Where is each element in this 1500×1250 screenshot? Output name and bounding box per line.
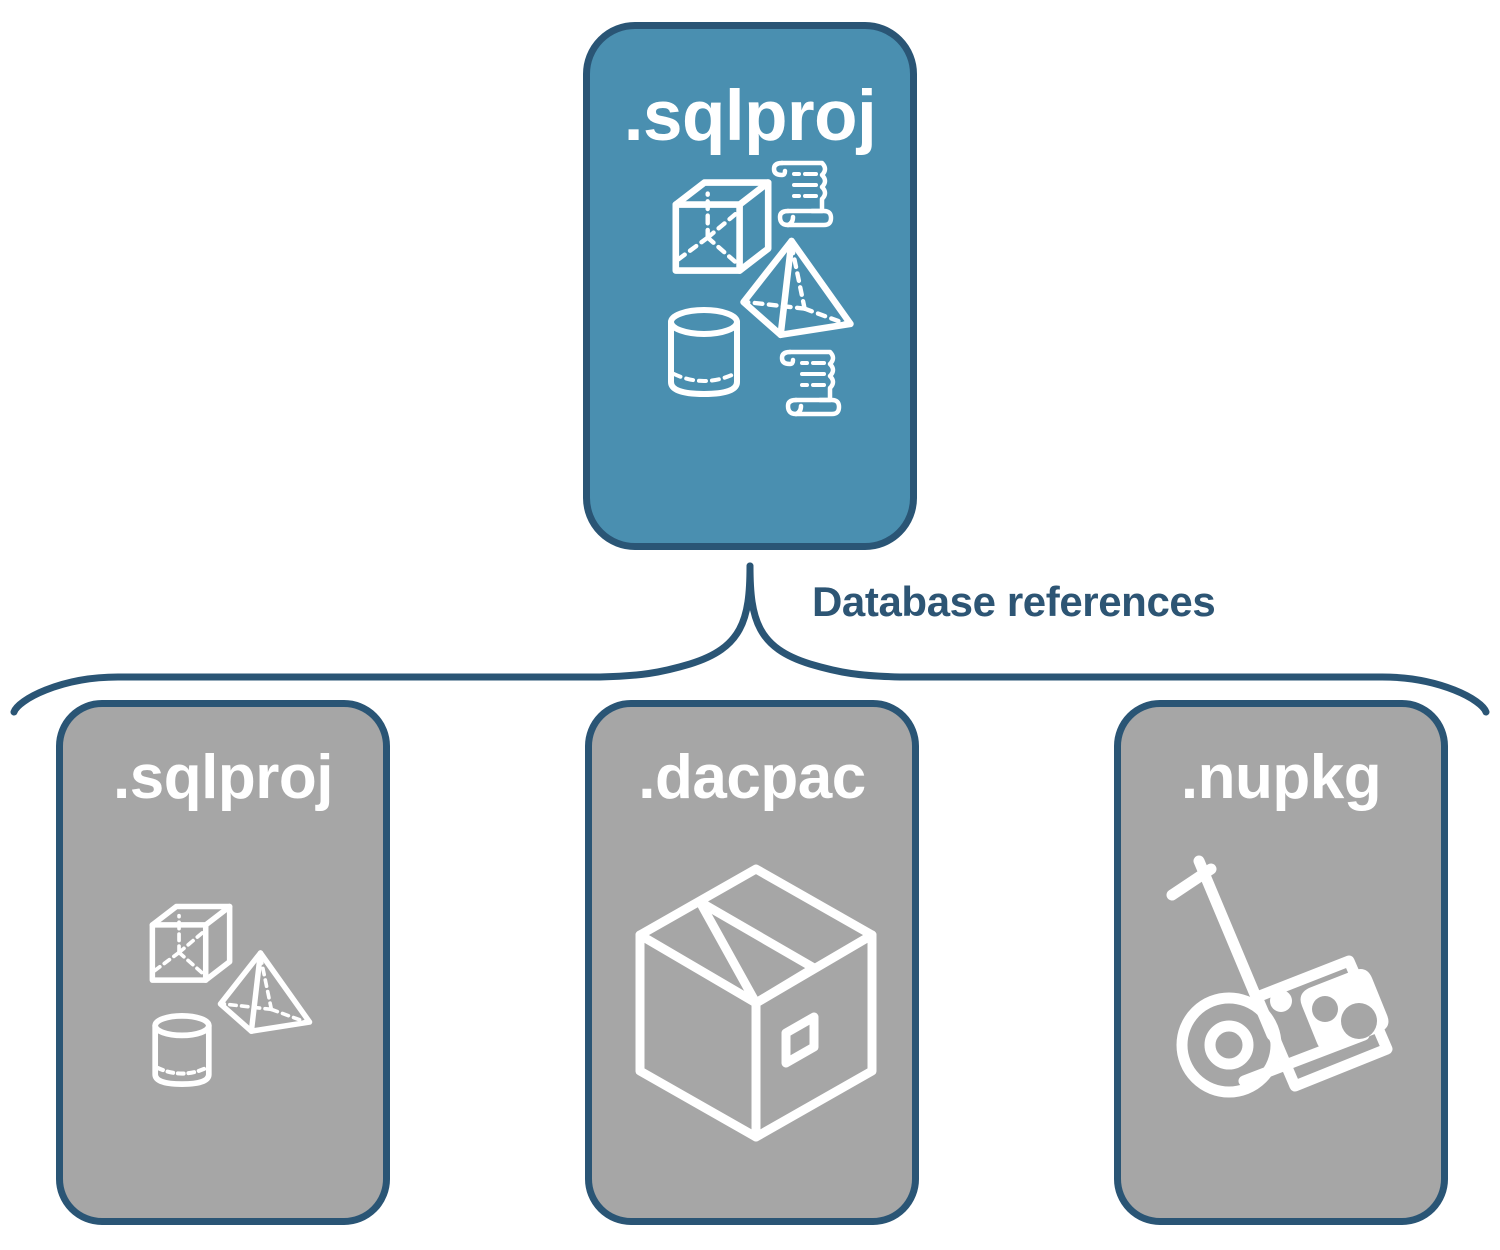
pyramid-icon (740, 237, 854, 339)
cube-icon (149, 903, 233, 983)
connector-label: Database references (812, 578, 1216, 625)
pyramid-icon (217, 950, 313, 1034)
node-child-label: .sqlproj (113, 743, 333, 812)
cylinder-icon (668, 307, 740, 397)
scroll-icon (771, 160, 834, 228)
child-dacpac-icon-cluster (592, 809, 912, 1218)
root-icon-cluster (590, 152, 910, 543)
node-child-label: .nupkg (1180, 743, 1382, 812)
node-root-sqlproj[interactable]: .sqlproj (583, 22, 917, 550)
cube-icon (672, 179, 772, 274)
node-child-sqlproj[interactable]: .sqlproj (56, 700, 390, 1225)
node-root-label: .sqlproj (623, 77, 877, 156)
scroll-icon (779, 349, 842, 417)
cylinder-icon (152, 1013, 212, 1087)
node-child-nupkg[interactable]: .nupkg (1114, 700, 1448, 1225)
node-child-dacpac[interactable]: .dacpac (585, 700, 919, 1225)
package-box-icon (635, 864, 877, 1142)
child-nupkg-icon-cluster (1121, 809, 1441, 1218)
nuget-package-icon (1251, 955, 1393, 1092)
child-sqlproj-icon-cluster (63, 809, 383, 1218)
hand-truck-icon (1166, 855, 1393, 1098)
node-child-label: .dacpac (638, 743, 866, 812)
